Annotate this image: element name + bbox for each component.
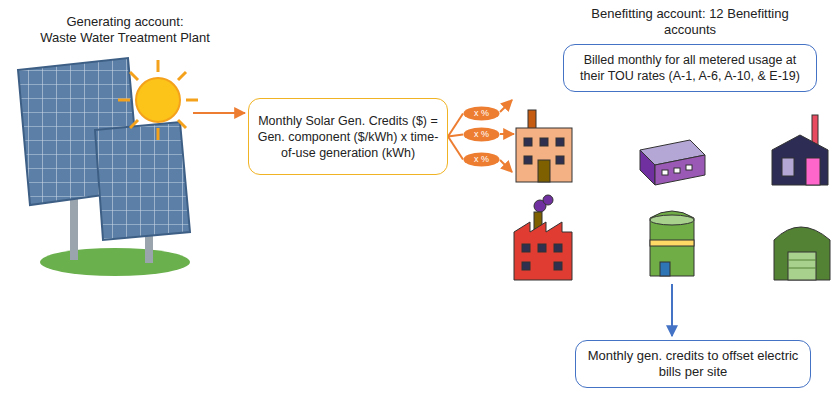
allocation-connector: [448, 114, 463, 137]
percent-ellipse: x %: [463, 152, 500, 167]
account-label: Generating account:: [20, 14, 230, 30]
box-text: Billed monthly for all metered usage at …: [572, 52, 808, 84]
box-text: Monthly gen. credits to offset electric …: [584, 348, 802, 380]
building-icons: [514, 110, 830, 280]
flow-arrow: [193, 112, 245, 114]
percent-ellipse: x %: [463, 127, 500, 142]
percent-label: x %: [463, 127, 500, 142]
solar-panel-illustration: [18, 58, 190, 276]
rounded-box: Billed monthly for all metered usage at …: [563, 44, 817, 92]
allocation-arrows: [500, 100, 514, 172]
account-label: Waste Water Treatment Plant: [20, 30, 230, 46]
account-box: Benefitting account: 12 Benefitting acco…: [563, 6, 817, 92]
sun-icon: [118, 60, 198, 140]
percent-ellipse: x %: [463, 106, 500, 121]
box-text: Monthly Solar Gen. Credits ($) = Gen. co…: [257, 113, 439, 161]
credit-box: Monthly gen. credits to offset electric …: [575, 340, 811, 388]
allocation-connector: [448, 137, 463, 160]
calculation-box: Monthly Solar Gen. Credits ($) = Gen. co…: [248, 98, 448, 175]
percent-label: x %: [463, 152, 500, 167]
allocation-connector: [448, 135, 463, 137]
percent-label: x %: [463, 106, 500, 121]
credit-arrow: [671, 284, 673, 336]
group-heading: Benefitting account: 12 Benefitting acco…: [563, 6, 817, 38]
